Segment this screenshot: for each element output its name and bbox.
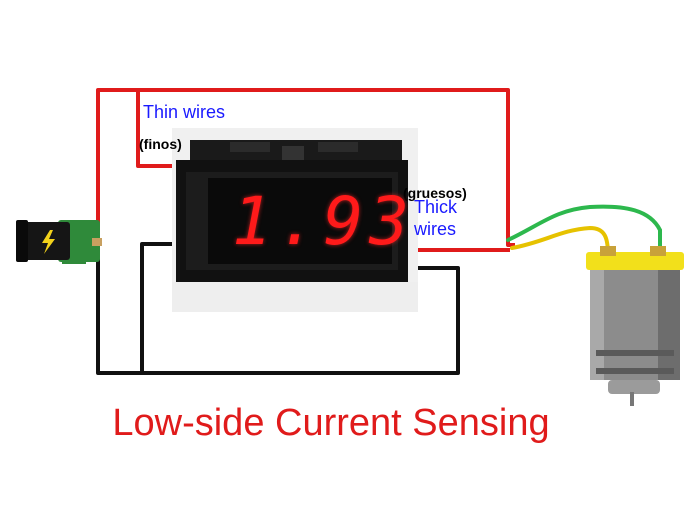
motor-leads — [506, 204, 662, 257]
lightning-icon — [42, 230, 55, 254]
thin-wires-spanish-label: (finos) — [139, 136, 182, 152]
meter-reading: 1.93 — [232, 183, 415, 260]
motor-icon — [586, 246, 684, 406]
thin-wires-label: Thin wires — [143, 102, 226, 122]
panel-meter — [172, 128, 418, 312]
thick-wires-label: Thick wires — [414, 196, 457, 240]
thick-wires-label-line2: wires — [414, 219, 457, 239]
power-jack-icon — [16, 220, 102, 264]
diagram-title: Low-side Current Sensing — [0, 402, 700, 445]
thick-wires-label-line1: Thick — [414, 197, 458, 217]
diagram-title-text: Low-side Current Sensing — [112, 402, 550, 444]
thick-wires-spanish-label: (gruesos) — [403, 185, 467, 201]
